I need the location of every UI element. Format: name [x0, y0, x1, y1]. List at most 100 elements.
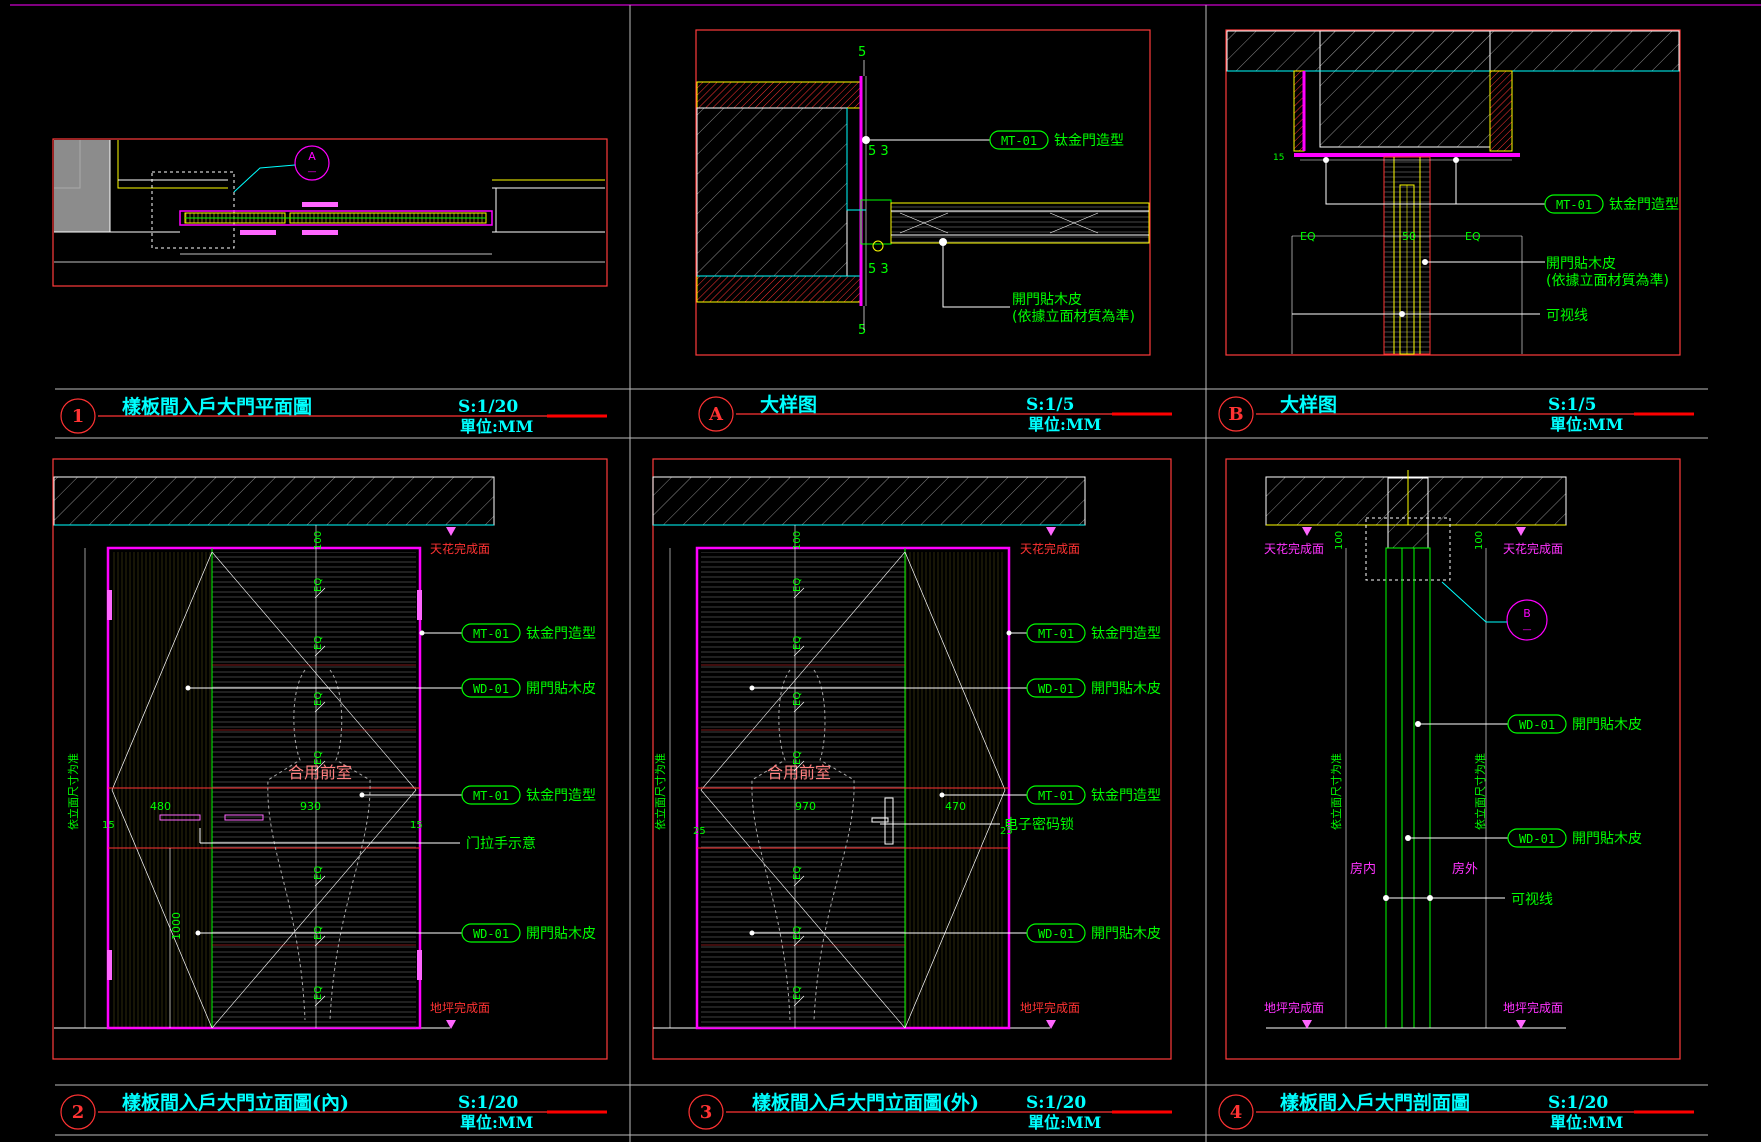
material-callout-wd01: WD-01 開門貼木皮	[185, 678, 596, 698]
svg-text:天花完成面: 天花完成面	[1503, 541, 1563, 556]
panel-3-elevation-outside: 依立面尺寸为准 970 470 25 25 100 合用前室 天花完成面 地坪完…	[652, 476, 1086, 1030]
material-tag-code: WD-01	[1038, 682, 1074, 696]
material-tag-text: 钛金門造型	[526, 626, 596, 642]
outside-label: 房外	[1452, 861, 1478, 877]
material-tag-text: 钛金門造型	[1609, 197, 1679, 213]
material-tag-oval	[461, 678, 521, 698]
svg-text:依立面尺寸为准: 依立面尺寸为准	[1473, 753, 1487, 830]
panel-unit: 單位:MM	[460, 1113, 533, 1132]
material-tag-code: WD-01	[473, 927, 509, 941]
panel-scale: S:1/5	[1026, 395, 1074, 415]
svg-text:地坪完成面: 地坪完成面	[1264, 1000, 1324, 1015]
material-tag-text: 钛金門造型	[1054, 133, 1124, 149]
panel-2-elevation-inside: 依立面尺寸为准 930 480 15 15 1000 100 合用前室 天花完成…	[53, 476, 495, 1030]
eq-dim-label: EQ	[313, 866, 324, 880]
detail-marker-b-label: B	[1523, 607, 1531, 620]
panel-number: 3	[700, 1102, 713, 1123]
svg-text:25: 25	[693, 826, 706, 837]
material-tag-text: 開門貼木皮	[1091, 926, 1161, 942]
svg-text:470: 470	[945, 800, 966, 813]
material-tag-code: MT-01	[1001, 134, 1037, 148]
wood-veneer-note-a-2: (依據立面材質為準)	[1012, 309, 1135, 325]
eq-dim-label: EQ	[792, 692, 803, 706]
plain-callouts: 開門貼木皮 (依據立面材質為準) 開門貼木皮 (依據立面材質為準) 可视线 可视…	[466, 256, 1669, 908]
material-callout-wd01: WD-01 開門貼木皮	[195, 923, 596, 943]
panel-1-plan: A —	[54, 140, 605, 263]
eq-dim-label: EQ	[313, 926, 324, 940]
material-tag-code: MT-01	[1556, 198, 1592, 212]
svg-text:天花完成面: 天花完成面	[1020, 541, 1080, 556]
panel-title: 樣板間入戶大門立面圖(內)	[122, 1091, 349, 1114]
panel-unit: 單位:MM	[460, 417, 533, 436]
panel-b-detail: EQ 50 EQ 15	[1226, 30, 1680, 355]
eq-dim-label: EQ	[313, 578, 324, 592]
svg-text:5: 5	[858, 45, 866, 60]
svg-text:100: 100	[792, 531, 803, 550]
material-tag-code: MT-01	[1038, 627, 1074, 641]
svg-text:5 3: 5 3	[868, 144, 889, 159]
svg-text:970: 970	[795, 800, 816, 813]
material-tag-code: WD-01	[1519, 832, 1555, 846]
material-tag-oval	[461, 623, 521, 643]
svg-text:地坪完成面: 地坪完成面	[1020, 1000, 1080, 1015]
eq-dim-label: EQ	[313, 636, 324, 650]
material-tag-oval	[1507, 714, 1567, 734]
panel-frames	[52, 29, 1681, 1060]
material-callout-wd01: WD-01 開門貼木皮	[749, 923, 1161, 943]
eq-dim-label: EQ	[792, 751, 803, 765]
inside-label: 房内	[1350, 861, 1376, 877]
material-tag-oval	[1026, 623, 1086, 643]
svg-text:50: 50	[1402, 230, 1416, 243]
material-tag-oval	[1026, 678, 1086, 698]
detail-marker-a-plan[interactable]	[294, 145, 330, 181]
panel-scale: S:1/5	[1548, 395, 1596, 415]
eq-dim-label: EQ	[313, 751, 324, 765]
svg-text:1000: 1000	[170, 912, 183, 940]
wall-block-plan	[54, 140, 110, 232]
panel-title: 大样图	[760, 393, 817, 416]
panel-title: 樣板間入戶大門立面圖(外)	[752, 1091, 979, 1114]
panel-a-detail: 5 5 3 5 3 5	[696, 45, 1150, 338]
svg-text:480: 480	[150, 800, 171, 813]
detail-marker-b-section[interactable]	[1506, 599, 1548, 641]
svg-text:15: 15	[1273, 153, 1284, 163]
material-tag-oval	[1507, 828, 1567, 848]
panel-number: A	[708, 404, 724, 425]
svg-text:5 3: 5 3	[868, 262, 889, 277]
svg-text:依立面尺寸为准: 依立面尺寸为准	[653, 753, 667, 830]
eq-dim-label: EQ	[792, 986, 803, 1000]
panel-number-badge	[688, 1094, 724, 1130]
material-callout-mt01: MT-01 钛金門造型	[989, 130, 1124, 150]
material-tag-code: WD-01	[473, 682, 509, 696]
eq-dim-label: EQ	[313, 692, 324, 706]
svg-text:—: —	[1523, 625, 1532, 635]
material-tag-code: WD-01	[1519, 718, 1555, 732]
svg-text:100: 100	[313, 531, 324, 550]
detail-marker-a-label: A	[308, 150, 316, 163]
panel-number-badge	[1218, 1094, 1254, 1130]
panel-title: 大样图	[1280, 393, 1337, 416]
panel-scale: S:1/20	[458, 397, 518, 417]
eq-dim-label: EQ	[792, 866, 803, 880]
panel-number-badge	[698, 396, 734, 432]
svg-text:100: 100	[1474, 531, 1485, 550]
svg-text:100: 100	[1334, 531, 1345, 550]
material-tag-text: 開門貼木皮	[526, 681, 596, 697]
material-tag-text: 钛金門造型	[1091, 788, 1161, 804]
wood-veneer-note-b-1: 開門貼木皮	[1546, 256, 1616, 272]
material-tag-text: 開門貼木皮	[526, 926, 596, 942]
material-tag-code: WD-01	[1038, 927, 1074, 941]
handle-note: 门拉手示意	[466, 835, 536, 852]
panel-number-badge	[60, 1094, 96, 1130]
material-tag-text: 钛金門造型	[526, 788, 596, 804]
panel-number: 1	[72, 406, 85, 427]
